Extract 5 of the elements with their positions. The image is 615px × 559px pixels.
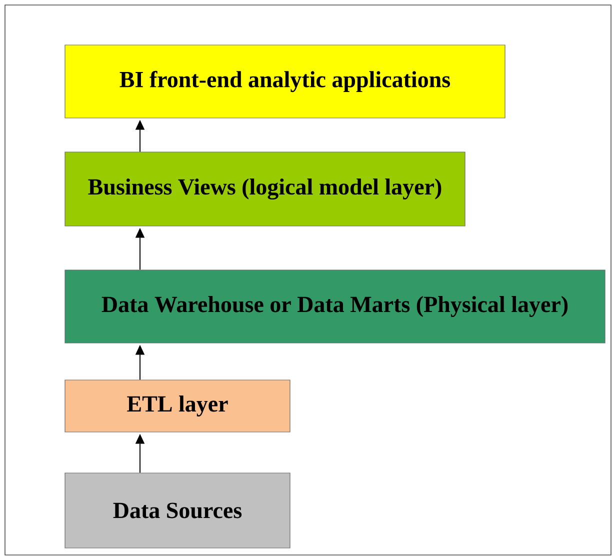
layer-box: BI front-end analytic applications xyxy=(64,44,506,118)
layer-box: Business Views (logical model layer) xyxy=(64,152,466,226)
layer-box: Data Warehouse or Data Marts (Physical layer) xyxy=(64,270,606,344)
layer-box: ETL layer xyxy=(64,380,290,432)
layer-box: Data Sources xyxy=(64,472,290,548)
